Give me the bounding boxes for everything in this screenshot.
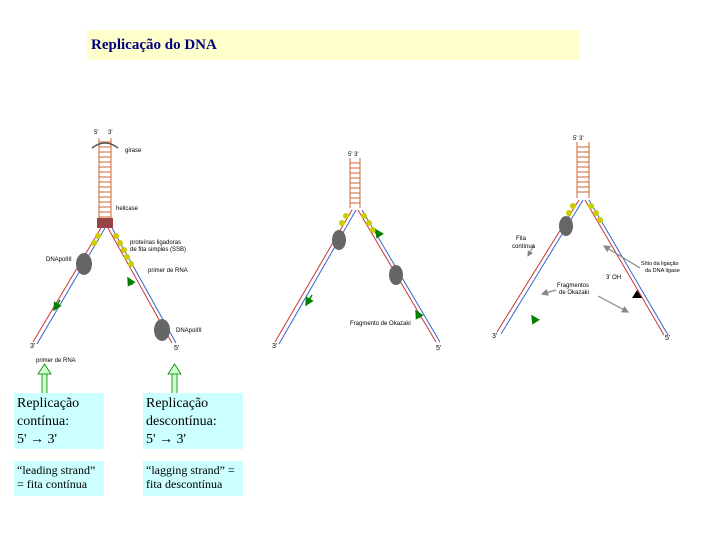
frag-okazaki-2: de Okazaki: [559, 290, 589, 296]
primer-top-label: primer de RNA: [148, 268, 188, 274]
primer-bottom-label: primer de RNA: [36, 358, 76, 364]
fork2-top: 5' 3': [348, 152, 359, 158]
okazaki-label: Fragmento de Okazaki: [350, 321, 411, 327]
page-title: Replicação do DNA: [91, 37, 217, 53]
fork-3: 5' 3' Fita contínua Sítio da ligação da …: [492, 136, 680, 342]
dnapol-right-label: DNApolIII: [176, 328, 202, 334]
fork3-pol: [559, 216, 573, 236]
fork2-bottom-left: 3': [272, 343, 277, 350]
oh-label: 3' OH: [606, 275, 621, 281]
fork3-bottom-right: 5': [665, 335, 670, 342]
dnapol-left-label: DNApolIII: [46, 257, 72, 263]
fita-continua-1: Fita: [516, 236, 527, 242]
fork2-bottom-right: 5': [436, 345, 441, 352]
lagging-line1: “lagging strand” =: [146, 463, 235, 477]
lagging-line2: fita descontínua: [146, 477, 223, 491]
ligase-triangle: [632, 290, 642, 298]
fork-1: 5' 3' girase helicase proteínas ligadora…: [30, 130, 202, 364]
girase-label: girase: [125, 148, 142, 154]
helicase-shape: [97, 218, 113, 228]
frag-okazaki-1: Fragmentos: [557, 283, 589, 289]
dnapol-right-shape: [154, 319, 170, 341]
descontinua-line2: descontínua:: [146, 414, 217, 429]
fork3-bottom-left: 3': [492, 333, 497, 340]
fork1-bottom-left: 3': [30, 343, 35, 350]
fork2-pol-right: [389, 265, 403, 285]
fork1-top-left: 5': [94, 130, 98, 136]
girase-curl: [91, 142, 119, 149]
helicase-label: helicase: [116, 206, 139, 212]
ssb-label-1: proteínas ligadoras: [130, 240, 181, 246]
fork2-pol-left: [332, 230, 346, 250]
title-bar: Replicação do DNA: [87, 30, 579, 60]
descontinua-line1: Replicação: [146, 396, 209, 411]
box-leading-strand: “leading strand” = fita contínua: [14, 461, 104, 496]
dnapol-left-shape: [76, 253, 92, 275]
continua-line1: Replicação: [17, 396, 80, 411]
fita-continua-2: contínua: [512, 244, 536, 250]
ligacao-label-1: Sítio da ligação: [641, 261, 679, 267]
leading-line2: = fita contínua: [17, 477, 88, 491]
ssb-label-2: de fita simples (SSB): [130, 247, 186, 253]
fork3-top: 5' 3': [573, 136, 584, 142]
fork1-helix: [98, 138, 112, 222]
fork1-top-right: 3': [108, 130, 112, 136]
continua-line2: contínua:: [17, 414, 70, 429]
leading-line1: “leading strand”: [17, 463, 96, 477]
box-replicacao-descontinua: Replicação descontínua: 5' → 3': [143, 393, 243, 449]
box-arrows: [37, 363, 182, 395]
fork1-bottom-right: 5': [174, 345, 179, 352]
descontinua-line3: 5' → 3': [146, 432, 187, 447]
fork-2: 5' 3' Fragmento de Okazaki 3' 5': [272, 152, 441, 352]
box-lagging-strand: “lagging strand” = fita descontínua: [143, 461, 243, 496]
ligacao-label-2: da DNA ligase: [645, 268, 680, 274]
ssb-proteins: [91, 233, 134, 267]
continua-line3: 5' → 3': [17, 432, 58, 447]
box-replicacao-continua: Replicação contínua: 5' → 3': [14, 393, 104, 449]
